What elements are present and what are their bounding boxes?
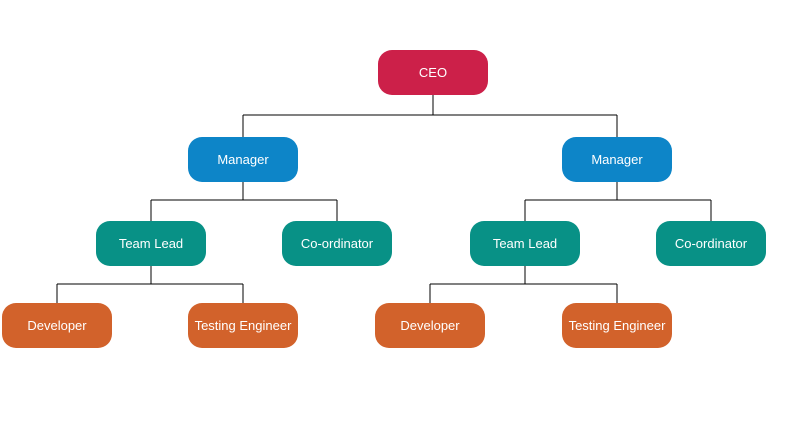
node-team-lead-left[interactable]: Team Lead [96,221,206,266]
edge-ceo-managers [242,95,618,137]
node-coordinator-left[interactable]: Co-ordinator [282,221,392,266]
node-testing-engineer-right[interactable]: Testing Engineer [562,303,672,348]
node-team-lead-right[interactable]: Team Lead [470,221,580,266]
node-manager-right[interactable]: Manager [562,137,672,182]
edge-manager-right-children [524,182,712,221]
edge-manager-left-children [150,182,338,221]
edge-team-lead-right-children [429,266,618,303]
edge-team-lead-left-children [56,266,244,303]
node-ceo[interactable]: CEO [378,50,488,95]
node-developer-right[interactable]: Developer [375,303,485,348]
node-developer-left[interactable]: Developer [2,303,112,348]
node-testing-engineer-left[interactable]: Testing Engineer [188,303,298,348]
node-manager-left[interactable]: Manager [188,137,298,182]
node-coordinator-right[interactable]: Co-ordinator [656,221,766,266]
